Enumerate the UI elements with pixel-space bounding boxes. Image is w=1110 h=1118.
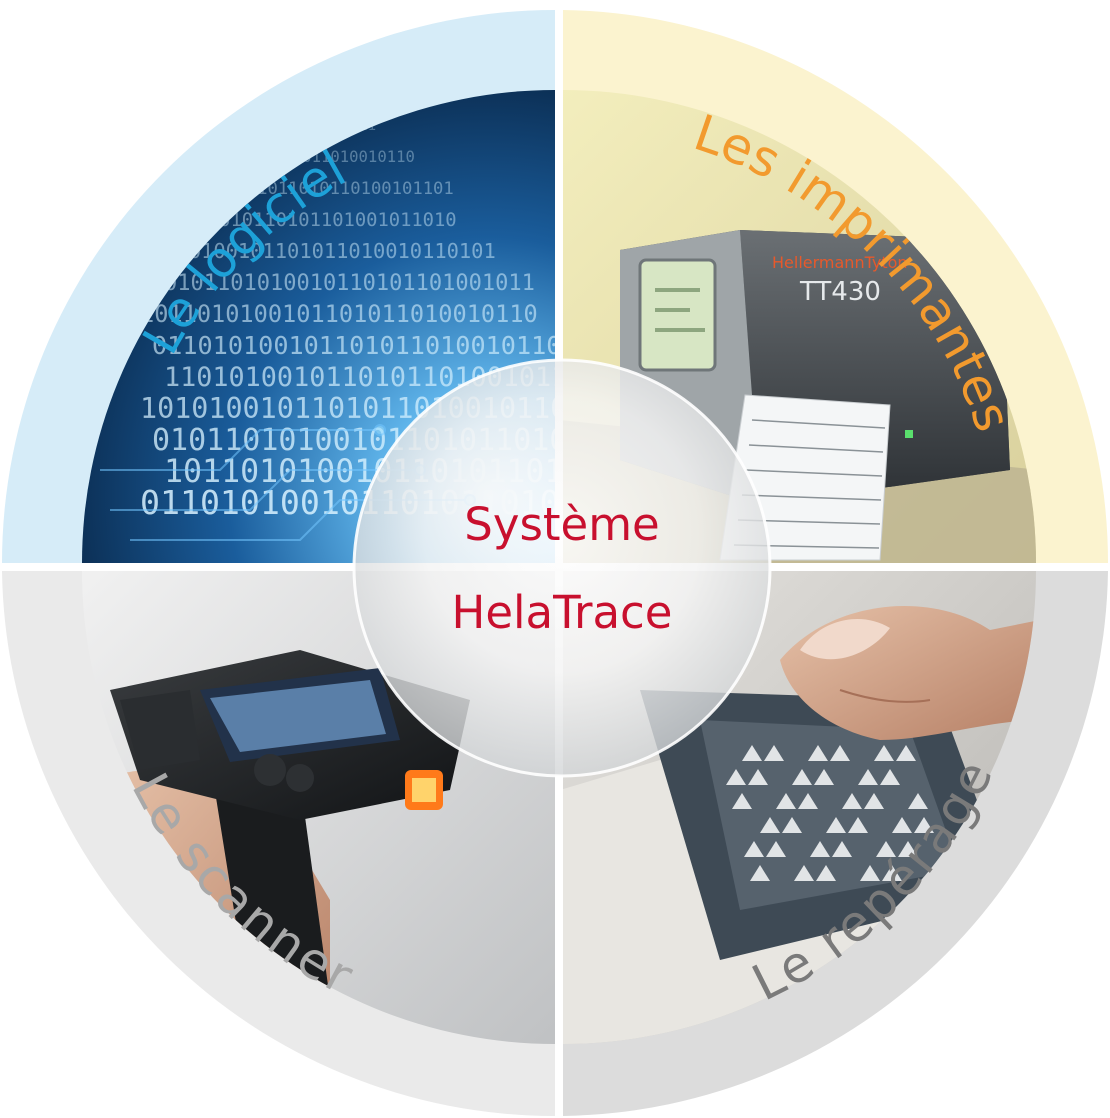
binary-texture-row: 1011010100101101011010010110 [140, 300, 538, 328]
marking-pattern-triangle [908, 793, 928, 809]
marking-pattern-triangle [892, 817, 912, 833]
marking-pattern-triangle [798, 793, 818, 809]
marking-pattern-triangle [880, 769, 900, 785]
marking-pattern-triangle [792, 769, 812, 785]
marking-pattern-triangle [726, 769, 746, 785]
marking-pattern-triangle [898, 841, 918, 857]
marking-pattern-triangle [860, 865, 880, 881]
marking-pattern-triangle [760, 817, 780, 833]
marking-pattern-triangle [744, 841, 764, 857]
marking-pattern-triangle [794, 865, 814, 881]
printer-brand: HellermannTyton [772, 253, 908, 272]
binary-texture-row: 1010100101101011010010110101 [152, 239, 496, 263]
marking-pattern-triangle [748, 769, 768, 785]
marking-pattern-triangle [814, 769, 834, 785]
binary-texture-row: 0110101001011010110100101101 [152, 331, 577, 360]
printer-model: TT430 [799, 277, 881, 307]
marking-pattern-triangle [896, 745, 916, 761]
marking-pattern-triangle [864, 793, 884, 809]
marking-pattern-triangle [848, 817, 868, 833]
binary-texture-row: 0101101010010110101101001011 [164, 271, 535, 296]
marking-pattern-triangle [732, 793, 752, 809]
marking-pattern-triangle [882, 865, 902, 881]
marking-pattern-triangle [858, 769, 878, 785]
marking-pattern-triangle [876, 841, 896, 857]
marking-pattern-triangle [830, 745, 850, 761]
marking-pattern-triangle [742, 745, 762, 761]
marking-pattern-triangle [816, 865, 836, 881]
marking-pattern-triangle [874, 745, 894, 761]
marking-pattern-triangle [782, 817, 802, 833]
marking-pattern-triangle [826, 817, 846, 833]
center-title-line1: Système [464, 498, 660, 551]
marking-pattern-triangle [842, 793, 862, 809]
marking-pattern-triangle [776, 793, 796, 809]
marking-pattern-triangle [750, 865, 770, 881]
marking-pattern-triangle [832, 841, 852, 857]
marking-pattern-triangle [764, 745, 784, 761]
center-hub: Système HelaTrace [352, 358, 772, 778]
center-title-line2: HelaTrace [452, 586, 673, 639]
marking-pattern-triangle [766, 841, 786, 857]
marking-pattern-triangle [810, 841, 830, 857]
marking-pattern-triangle [808, 745, 828, 761]
marking-pattern-triangle [914, 817, 934, 833]
